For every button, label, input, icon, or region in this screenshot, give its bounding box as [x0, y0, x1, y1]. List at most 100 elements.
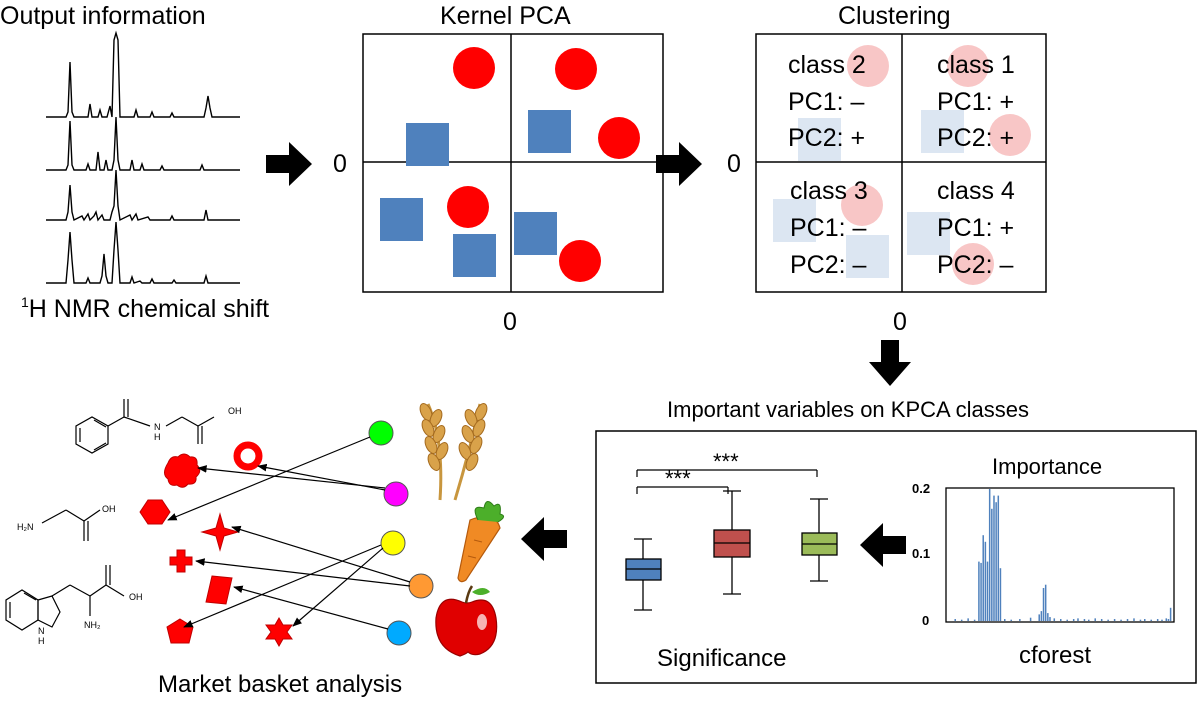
- importance-bar: [1066, 619, 1068, 621]
- importance-bar: [1150, 619, 1152, 621]
- faded-red-point: [847, 45, 889, 87]
- importance-bar: [1042, 588, 1045, 621]
- importance-bar: [1120, 619, 1122, 621]
- class-pc1: PC1: +: [937, 88, 1014, 116]
- class-name: class 3: [790, 177, 868, 205]
- glycine-oh: OH: [102, 504, 116, 514]
- importance-bar: [1060, 619, 1062, 621]
- importance-bar: [954, 619, 956, 621]
- cforest-label: cforest: [1019, 642, 1091, 669]
- kpca-title: Kernel PCA: [440, 2, 571, 30]
- importance-bar: [980, 562, 982, 621]
- importance-bar: [1126, 619, 1129, 621]
- item-green-circle: [368, 420, 394, 446]
- importance-bar: [1010, 619, 1012, 621]
- arrow-importance-to-significance: [860, 523, 906, 567]
- importance-bar: [1094, 618, 1096, 621]
- importance-bar: [995, 502, 997, 621]
- cross-symbol: [169, 549, 193, 573]
- importance-bar: [1100, 619, 1103, 621]
- market-basket-title: Market basket analysis: [158, 671, 402, 698]
- class-name: class 2: [788, 51, 866, 79]
- faded-blue-point: [846, 235, 889, 278]
- trp-n: N: [38, 626, 45, 636]
- importance-bar: [988, 489, 991, 621]
- kpca-blue-point: [514, 212, 557, 255]
- glycine-structure: [41, 509, 101, 541]
- importance-ytick: 0: [922, 613, 929, 628]
- trp-nh2: NH₂: [84, 620, 101, 630]
- item-cyan-circle: [386, 620, 412, 646]
- importance-bar: [1004, 619, 1006, 621]
- kpca-red-point: [559, 240, 601, 282]
- faded-red-point: [952, 243, 994, 285]
- boxplot-red: [713, 490, 751, 595]
- important-panel: Important variables on KPCA classes *** …: [595, 397, 1197, 684]
- importance-bar: [1169, 607, 1172, 621]
- nmr-spectrum-4: [46, 221, 240, 284]
- importance-bar: [1144, 619, 1146, 621]
- importance-bar: [1038, 614, 1040, 621]
- hippuric-oh: OH: [228, 406, 242, 416]
- importance-bar: [1167, 619, 1170, 621]
- importance-bar: [1107, 619, 1109, 621]
- significance-boxplots: *** ***: [625, 449, 838, 672]
- item-yellow-circle: [380, 530, 406, 556]
- kpca-red-point: [447, 186, 489, 228]
- class-pc2: PC2: –: [790, 251, 867, 279]
- arrow-nmr-to-kpca: [266, 142, 312, 186]
- clustering-panel: Clustering 0 0 class 2 PC1: – PC2: + cla…: [727, 2, 1047, 336]
- importance-bar: [1156, 619, 1159, 621]
- blob-symbol: [164, 453, 201, 488]
- importance-bar: [1077, 618, 1079, 621]
- kpca-blue-point: [380, 198, 423, 241]
- importance-bar: [991, 508, 993, 621]
- importance-bar: [1019, 619, 1021, 621]
- class-4-label: class 4 PC1: + PC2: –: [937, 177, 1015, 279]
- clustering-title: Clustering: [838, 2, 951, 30]
- class-pc1: PC1: +: [937, 214, 1014, 242]
- glycine-nh2: H₂N: [17, 522, 34, 532]
- importance-bar: [960, 619, 963, 621]
- nmr-caption-superscript: 1: [21, 294, 29, 310]
- hexagon-symbol: [139, 499, 171, 525]
- importance-bar: [1161, 619, 1163, 621]
- tryptophan-structure: [5, 565, 125, 631]
- class-name: class 1: [937, 51, 1015, 79]
- importance-bar: [986, 561, 989, 621]
- importance-bar: [1047, 613, 1049, 621]
- class-pc2: PC2: +: [937, 124, 1014, 152]
- kpca-y-zero: 0: [333, 150, 347, 178]
- apple-icon: [435, 585, 498, 657]
- importance-bar: [967, 618, 969, 621]
- class-pc2: PC2: –: [937, 251, 1014, 279]
- importance-bar: [1049, 617, 1051, 621]
- significance-stars-top: ***: [713, 449, 739, 474]
- hippuric-n: N: [154, 422, 161, 432]
- arrow-important-to-market: [521, 517, 567, 561]
- pentagon-symbol: [166, 618, 194, 644]
- kpca-panel: Kernel PCA 0 0: [333, 2, 664, 336]
- importance-bar: [982, 535, 984, 621]
- kpca-red-point: [555, 48, 597, 90]
- importance-bar: [973, 619, 976, 621]
- importance-bar: [1088, 619, 1090, 621]
- market-basket-panel: OH N H H₂N OH OH NH₂ N H: [5, 399, 504, 698]
- kpca-blue-point: [528, 110, 571, 153]
- item-magenta-circle: [383, 481, 409, 507]
- trp-h: H: [38, 636, 45, 646]
- hippuric-h: H: [154, 432, 161, 442]
- kpca-red-point: [598, 117, 640, 159]
- boxplot-green: [801, 498, 838, 582]
- class-pc1: PC1: –: [788, 88, 865, 116]
- item-circles: [368, 420, 434, 646]
- importance-bar: [1083, 619, 1086, 621]
- faded-blue-point: [798, 118, 841, 161]
- important-title: Important variables on KPCA classes: [667, 397, 1029, 422]
- importance-chart: Importance 0.2 0.1 0 cforest: [912, 454, 1175, 669]
- clustering-plot-frame: [755, 33, 1047, 293]
- class-1-label: class 1 PC1: + PC2: +: [937, 51, 1015, 152]
- importance-bar: [1165, 618, 1168, 621]
- parallelogram-symbol: [205, 575, 233, 605]
